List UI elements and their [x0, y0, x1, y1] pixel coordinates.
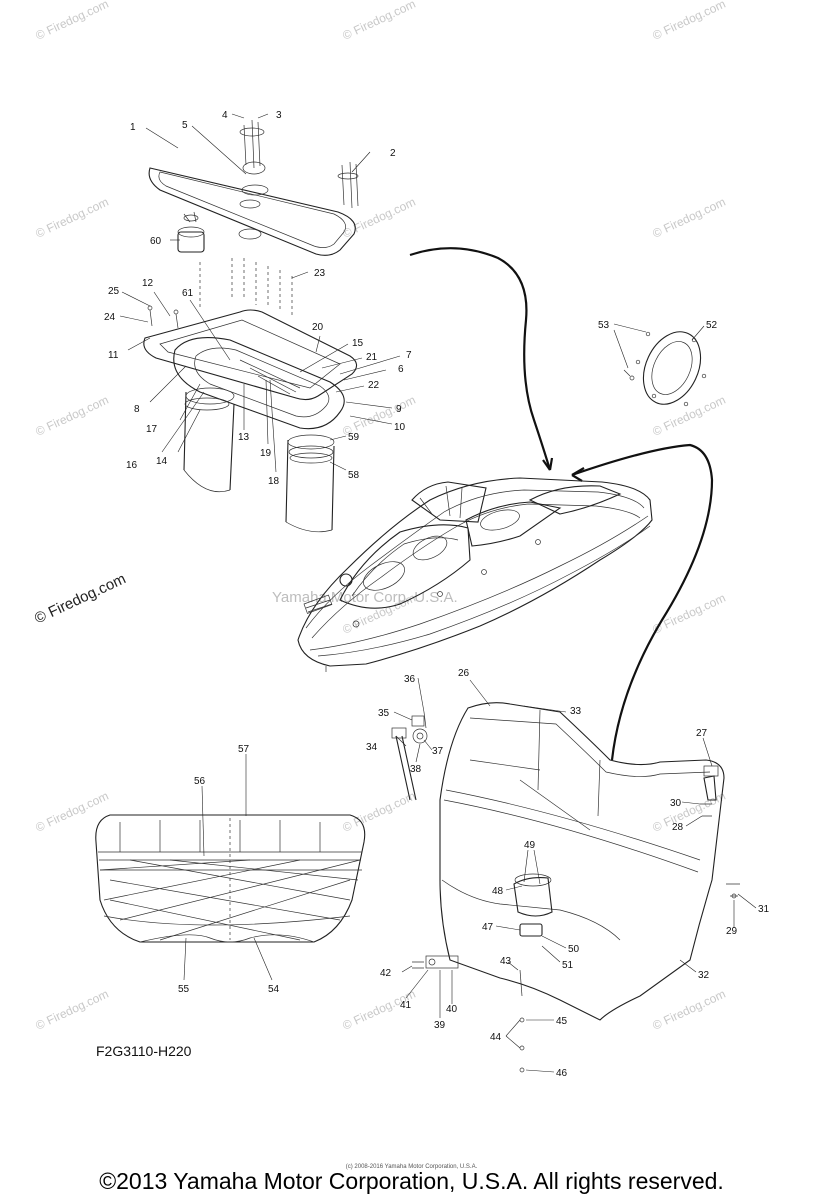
callout-15: 15	[352, 338, 364, 349]
callout-12: 12	[142, 278, 154, 289]
callout-7: 7	[406, 350, 412, 361]
watermark: © Firedog.com	[650, 591, 727, 637]
callout-3: 3	[276, 110, 282, 121]
callout-14: 14	[156, 456, 168, 467]
cover-panel	[95, 814, 366, 943]
callout-49: 49	[524, 840, 536, 851]
callout-55: 55	[178, 984, 190, 995]
callout-18: 18	[268, 476, 280, 487]
hatch-assembly	[143, 119, 359, 533]
connector-lines	[409, 247, 714, 761]
callout-45: 45	[556, 1016, 568, 1027]
callout-31: 31	[758, 904, 770, 915]
leader-lines	[119, 113, 757, 1073]
callout-9: 9	[396, 404, 402, 415]
callout-17: 17	[146, 424, 158, 435]
callout-40: 40	[446, 1004, 458, 1015]
callout-27: 27	[696, 728, 708, 739]
callout-2: 2	[390, 148, 396, 159]
callout-35: 35	[378, 708, 390, 719]
callout-51: 51	[562, 960, 574, 971]
callout-36: 36	[404, 674, 416, 685]
callout-6: 6	[398, 364, 404, 375]
callout-41: 41	[400, 1000, 412, 1011]
callout-1: 1	[130, 122, 136, 133]
callout-19: 19	[260, 448, 272, 459]
callout-20: 20	[312, 322, 324, 333]
watermark: © Firedog.com	[33, 195, 110, 241]
callout-43: 43	[500, 956, 512, 967]
callout-16: 16	[126, 460, 138, 471]
callout-21: 21	[366, 352, 378, 363]
callout-59: 59	[348, 432, 360, 443]
callout-53: 53	[598, 320, 610, 331]
callout-33: 33	[570, 706, 582, 717]
callout-47: 47	[482, 922, 494, 933]
watermark: © Firedog.com	[340, 789, 417, 835]
liner-assembly	[391, 702, 740, 1073]
callout-10: 10	[394, 422, 406, 433]
callout-57: 57	[238, 744, 250, 755]
callout-23: 23	[314, 268, 326, 279]
boat-illustration	[297, 477, 653, 672]
watermark-center: Yamaha Motor Corp. U.S.A.	[272, 589, 458, 606]
drawing-code: F2G3110-H220	[96, 1043, 192, 1059]
watermark: © Firedog.com	[33, 0, 110, 43]
callout-48: 48	[492, 886, 504, 897]
callout-25: 25	[108, 286, 120, 297]
watermark: © Firedog.com	[650, 987, 727, 1033]
callout-54: 54	[268, 984, 280, 995]
callout-22: 22	[368, 380, 380, 391]
callout-4: 4	[222, 110, 228, 121]
callout-5: 5	[182, 120, 188, 131]
callout-24: 24	[104, 312, 116, 323]
watermark-layer: © Firedog.com © Firedog.com © Firedog.co…	[33, 0, 727, 1033]
callout-32: 32	[698, 970, 710, 981]
watermark: © Firedog.com	[650, 393, 727, 439]
fine-print: (c) 2008-2016 Yamaha Motor Corporation, …	[345, 1164, 478, 1170]
watermark: © Firedog.com	[33, 987, 110, 1033]
callout-13: 13	[238, 432, 250, 443]
callout-8: 8	[134, 404, 140, 415]
callout-11: 11	[108, 350, 119, 361]
callout-37: 37	[432, 746, 444, 757]
watermark: © Firedog.com	[33, 789, 110, 835]
watermark: © Firedog.com	[650, 195, 727, 241]
callout-34: 34	[366, 742, 378, 753]
callout-38: 38	[410, 764, 422, 775]
inspection-ring	[623, 331, 707, 407]
callout-50: 50	[568, 944, 580, 955]
callout-29: 29	[726, 926, 738, 937]
callout-60: 60	[150, 236, 162, 247]
callout-42: 42	[380, 968, 392, 979]
callout-52: 52	[706, 320, 718, 331]
watermark: © Firedog.com	[650, 0, 727, 43]
callout-28: 28	[672, 822, 684, 833]
callout-58: 58	[348, 470, 360, 481]
callout-61: 61	[182, 288, 194, 299]
callout-44: 44	[490, 1032, 502, 1043]
callout-46: 46	[556, 1068, 568, 1079]
copyright-footer: ©2013 Yamaha Motor Corporation, U.S.A. A…	[99, 1168, 724, 1194]
watermark: © Firedog.com	[340, 0, 417, 43]
callout-39: 39	[434, 1020, 446, 1031]
callout-30: 30	[670, 798, 682, 809]
callout-labels: 1 2 3 4 5 6 7 8 9 10 11 12 13 14 15 16 1…	[104, 110, 770, 1079]
callout-26: 26	[458, 668, 470, 679]
callout-56: 56	[194, 776, 206, 787]
watermark: © Firedog.com	[33, 393, 110, 439]
